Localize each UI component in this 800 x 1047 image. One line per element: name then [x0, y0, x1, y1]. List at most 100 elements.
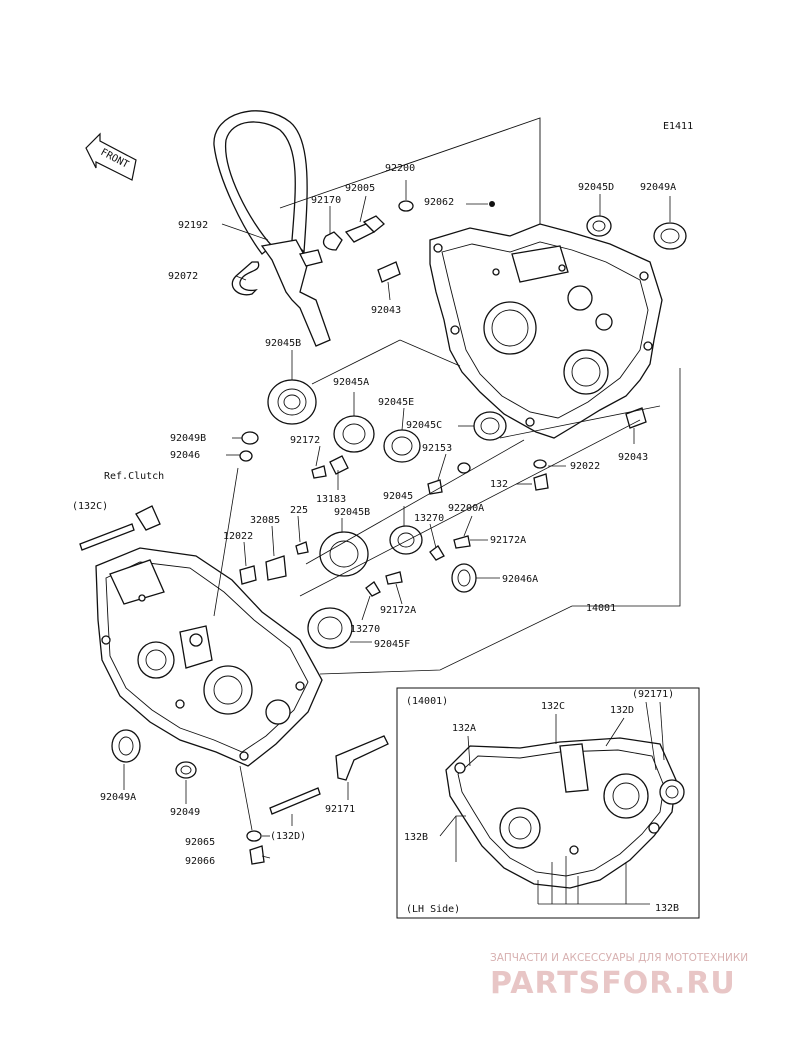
bolt-92172 — [311, 465, 327, 479]
label-32085: 32085 — [250, 515, 280, 526]
washer-92200 — [398, 200, 414, 212]
lever-92171 — [335, 735, 389, 781]
label-92045E: 92045E — [378, 397, 414, 408]
label-92170: 92170 — [311, 195, 341, 206]
ref-clutch-part — [135, 505, 161, 531]
bearing-92045E — [383, 429, 421, 463]
label-92043-right: 92043 — [618, 452, 648, 463]
label-92172: 92172 — [290, 435, 320, 446]
seal-92049A-top — [653, 222, 687, 250]
label-92153: 92153 — [422, 443, 452, 454]
bearing-92045F — [307, 607, 353, 649]
inset-label-132B-left: 132B — [404, 832, 428, 843]
label-92045C: 92045C — [406, 420, 442, 431]
label-92072: 92072 — [168, 271, 198, 282]
bolt-132 — [533, 473, 549, 491]
label-92200A: 92200A — [448, 503, 484, 514]
seal-92045C — [473, 411, 507, 441]
washer-13270-b — [365, 581, 381, 597]
label-92045D: 92045D — [578, 182, 614, 193]
drain-plug-92066 — [249, 845, 265, 865]
clamp-92170 — [322, 231, 343, 251]
inset-side-label: (LH Side) — [406, 904, 460, 915]
hose-clip-92072 — [231, 261, 260, 296]
seal-92046A — [451, 563, 477, 593]
label-14001: 14001 — [586, 603, 616, 614]
diagram-code: E1411 — [663, 121, 693, 132]
washer-92153-b — [457, 462, 471, 474]
watermark: ЗАПЧАСТИ И АКСЕССУАРЫ ДЛЯ МОТОТЕХНИКИ PA… — [490, 952, 748, 1001]
bearing-92045 — [389, 525, 423, 555]
label-92065: 92065 — [185, 837, 215, 848]
washer-13270-a — [429, 545, 445, 561]
crankcase-left-half — [95, 547, 323, 767]
label-92045B-mid: 92045B — [334, 507, 370, 518]
inset-label-92171: (92171) — [632, 689, 674, 700]
inset-assembly-label: (14001) — [406, 696, 448, 707]
label-92049A-bottom: 92049A — [100, 792, 136, 803]
label-92005: 92005 — [345, 183, 375, 194]
bolt-132D — [269, 787, 321, 815]
label-13270-b: 13270 — [350, 624, 380, 635]
plug-92062 — [489, 201, 495, 207]
washer-92065 — [246, 830, 262, 842]
label-92171: 92171 — [325, 804, 355, 815]
label-92049B: 92049B — [170, 433, 206, 444]
label-92046A: 92046A — [502, 574, 538, 585]
crankcase-right-half — [279, 117, 663, 439]
part-labels: 92192 92072 92170 92005 92200 92062 9204… — [72, 163, 676, 867]
ref-clutch-label: Ref.Clutch — [104, 471, 164, 482]
label-13183: 13183 — [316, 494, 346, 505]
label-92022: 92022 — [570, 461, 600, 472]
label-92066: 92066 — [185, 856, 215, 867]
label-92046: 92046 — [170, 450, 200, 461]
label-92045: 92045 — [383, 491, 413, 502]
inset-label-132C: 132C — [541, 701, 565, 712]
bearing-92045A — [333, 415, 375, 453]
label-92045F: 92045F — [374, 639, 410, 650]
watermark-brand: PARTSFOR.RU — [490, 966, 736, 1001]
breather-hose — [213, 110, 331, 347]
label-92045A: 92045A — [333, 377, 369, 388]
plate-12022 — [239, 565, 257, 585]
bolt-225 — [295, 541, 309, 555]
inset-lh-side-view: (14001) 132C 132D (92171) 132A 132B 132B… — [396, 687, 700, 919]
label-225: 225 — [290, 505, 308, 516]
dowel-92043-top — [377, 261, 401, 283]
front-arrow-icon: FRONT — [85, 132, 137, 181]
bearing-92045D — [586, 215, 612, 237]
fitting-92005 — [344, 215, 385, 243]
label-92200: 92200 — [385, 163, 415, 174]
bearing-92045B-top — [267, 379, 317, 425]
label-92045B-top: 92045B — [265, 338, 301, 349]
bolt-132C — [79, 523, 135, 551]
label-132D: (132D) — [270, 831, 306, 842]
inset-label-132B-right: 132B — [655, 903, 679, 914]
label-92049A-top: 92049A — [640, 182, 676, 193]
leader-lines — [123, 180, 681, 859]
bolt-92172A-a — [453, 535, 471, 549]
washer-92022 — [533, 459, 547, 469]
plate-13183 — [329, 455, 349, 475]
label-92172A-b: 92172A — [380, 605, 416, 616]
inset-label-132A: 132A — [452, 723, 476, 734]
bearing-92045B-mid — [319, 531, 369, 577]
label-132C: (132C) — [72, 501, 108, 512]
bolt-92172A-b — [385, 571, 403, 585]
seal-92049A-bottom — [111, 729, 141, 763]
collar-92049B — [241, 431, 259, 445]
watermark-tagline: ЗАПЧАСТИ И АКСЕССУАРЫ ДЛЯ МОТОТЕХНИКИ — [490, 952, 748, 964]
seal-92049 — [175, 761, 197, 779]
bolt-92153 — [427, 479, 443, 495]
guide-32085 — [265, 555, 287, 581]
inset-label-132D: 132D — [610, 705, 634, 716]
label-92062: 92062 — [424, 197, 454, 208]
collar-92046 — [239, 450, 253, 462]
label-92043-top: 92043 — [371, 305, 401, 316]
label-92192: 92192 — [178, 220, 208, 231]
dowel-92043-right — [625, 407, 647, 429]
label-92049: 92049 — [170, 807, 200, 818]
label-132: 132 — [490, 479, 508, 490]
